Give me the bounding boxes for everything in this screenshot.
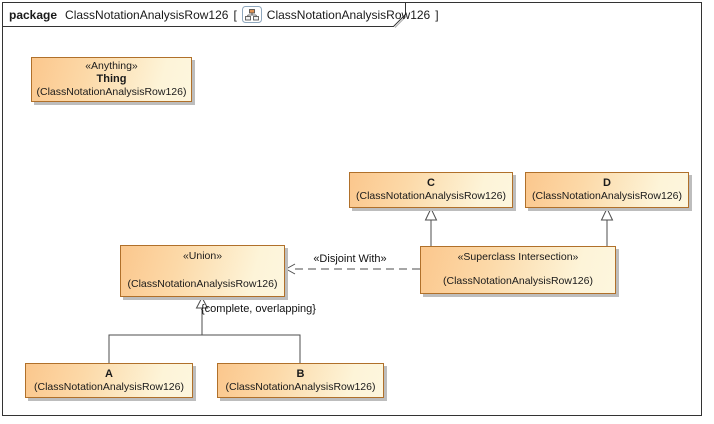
tab-shadow: [394, 15, 408, 28]
class-name: B: [296, 367, 305, 380]
generalization-triangle-icon: [600, 207, 614, 221]
generalization-triangle-icon: [195, 296, 209, 309]
package-keyword: package: [9, 7, 58, 22]
bracket-open: [: [233, 7, 237, 22]
dependency-edge-disjoint-with[interactable]: [285, 263, 420, 275]
class-box-superclass-intersection[interactable]: «Superclass Intersection» (ClassNotation…: [420, 246, 616, 294]
owner-label: (ClassNotationAnalysisRow126): [225, 380, 376, 393]
diagram-name: ClassNotationAnalysisRow126: [266, 7, 431, 22]
class-box-c[interactable]: C (ClassNotationAnalysisRow126): [349, 172, 513, 208]
frame-header: package ClassNotationAnalysisRow126 [ Cl…: [9, 6, 439, 23]
generalization-edge-si-to-d[interactable]: [600, 207, 614, 247]
class-name: A: [105, 367, 113, 380]
class-diagram-icon: [241, 6, 262, 23]
package-name: ClassNotationAnalysisRow126: [65, 7, 229, 22]
owner-label: (ClassNotationAnalysisRow126): [34, 380, 184, 393]
owner-label: (ClassNotationAnalysisRow126): [532, 190, 682, 202]
class-name: Thing: [96, 73, 127, 85]
stereotype-label: «Union»: [182, 250, 223, 262]
class-box-b[interactable]: B (ClassNotationAnalysisRow126): [217, 363, 384, 398]
bracket-close: ]: [435, 7, 439, 22]
class-name: D: [603, 177, 611, 189]
owner-label: (ClassNotationAnalysisRow126): [127, 278, 278, 290]
open-arrowhead-icon: [285, 263, 296, 275]
stereotype-label: «Superclass Intersection»: [457, 251, 579, 263]
package-tab: [2, 2, 406, 27]
edge-label-generalization-set[interactable]: {complete, overlapping}: [201, 303, 316, 315]
generalization-edge-si-to-c[interactable]: [424, 207, 438, 247]
owner-label: (ClassNotationAnalysisRow126): [356, 190, 506, 202]
class-name: C: [427, 177, 435, 189]
class-box-union[interactable]: «Union» (ClassNotationAnalysisRow126): [120, 245, 285, 297]
generalization-triangle-icon: [424, 207, 438, 221]
class-box-thing[interactable]: «Anything» Thing (ClassNotationAnalysisR…: [31, 57, 192, 102]
generalization-tree-a-b-to-union[interactable]: [108, 296, 301, 364]
class-box-a[interactable]: A (ClassNotationAnalysisRow126): [25, 363, 193, 398]
class-box-d[interactable]: D (ClassNotationAnalysisRow126): [525, 172, 689, 208]
stereotype-label: «Anything»: [85, 60, 138, 72]
owner-label: (ClassNotationAnalysisRow126): [443, 275, 593, 287]
owner-label: (ClassNotationAnalysisRow126): [36, 86, 187, 98]
edge-label-disjoint-with[interactable]: «Disjoint With»: [313, 253, 387, 265]
